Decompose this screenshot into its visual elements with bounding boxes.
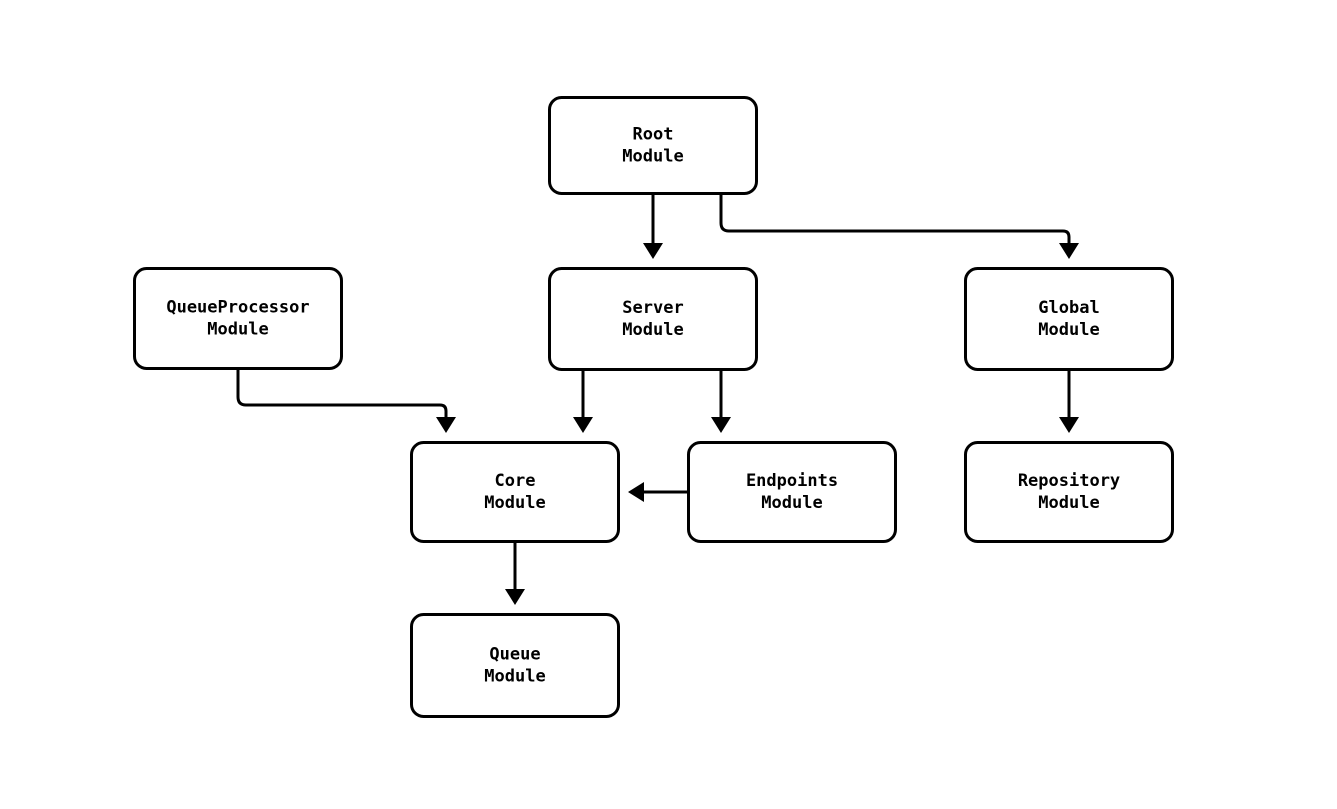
edge-endpoints-to-core [628,482,687,502]
nodes-layer: RootModuleQueueProcessorModuleServerModu… [133,96,1174,718]
arrow-head-root-to-server [643,243,663,259]
edges-layer [236,195,1079,605]
node-box-repository[interactable] [964,441,1174,543]
arrow-head-server-to-core [573,417,593,433]
node-box-server[interactable] [548,267,758,371]
edge-core-to-queue [505,543,525,605]
edge-queueprocessor-to-core [236,370,456,433]
node-box-queue[interactable] [410,613,620,718]
node-label-line1-repository: Repository [1018,471,1120,491]
arrow-head-server-to-endpoints [711,417,731,433]
node-box-endpoints[interactable] [687,441,897,543]
node-label-line2-server: Module [622,320,683,340]
node-label-line2-endpoints: Module [761,493,822,513]
edge-server-to-core [573,371,593,433]
node-label-line2-core: Module [484,493,545,513]
arrow-head-endpoints-to-core [628,482,644,502]
node-box-core[interactable] [410,441,620,543]
node-label-line2-root: Module [622,147,683,167]
node-label-line2-global: Module [1038,320,1099,340]
node-label-line2-queueprocessor: Module [207,320,268,340]
node-label-line2-repository: Module [1038,493,1099,513]
edge-root-to-server [643,195,663,259]
arrow-head-queueprocessor-to-core [436,417,456,433]
node-label-line1-queue: Queue [489,645,540,665]
edge-global-to-repository [1059,371,1079,433]
node-box-queueprocessor[interactable] [133,267,343,370]
arrow-head-root-to-global [1059,243,1079,259]
node-label-line1-core: Core [495,471,536,491]
node-label-line2-queue: Module [484,667,545,687]
node-label-line1-global: Global [1038,298,1099,318]
node-label-line1-server: Server [622,298,683,318]
node-label-line1-root: Root [633,125,674,145]
node-label-line1-endpoints: Endpoints [746,471,838,491]
node-box-root[interactable] [548,96,758,195]
edge-line-queueprocessor-to-core [236,370,448,417]
arrow-head-global-to-repository [1059,417,1079,433]
node-box-global[interactable] [964,267,1174,371]
edge-server-to-endpoints [711,371,731,433]
arrow-head-core-to-queue [505,589,525,605]
edge-root-to-global [719,195,1079,259]
node-label-line1-queueprocessor: QueueProcessor [166,298,309,318]
edge-line-root-to-global [719,195,1071,243]
